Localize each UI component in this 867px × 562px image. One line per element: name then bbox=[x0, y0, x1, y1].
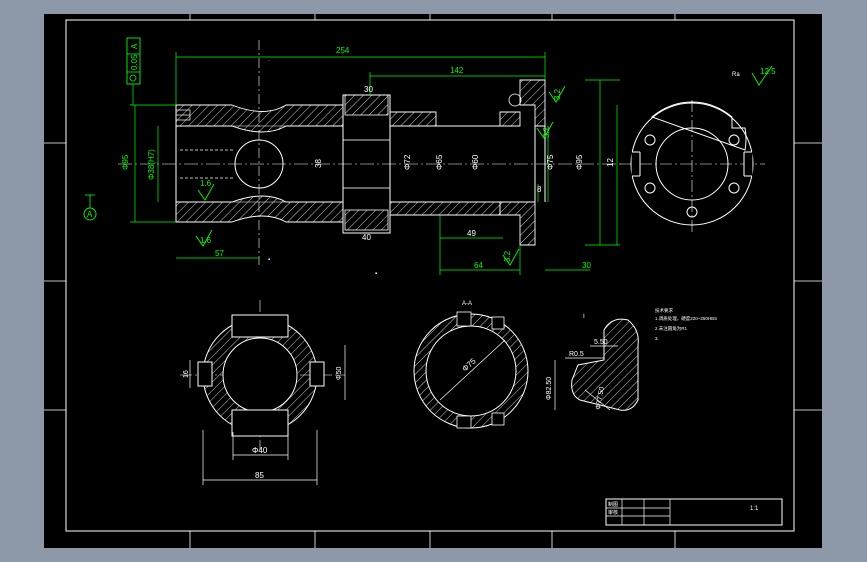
tolerance-datum: A bbox=[130, 43, 139, 49]
dim-64: 64 bbox=[474, 261, 483, 270]
detail-label: Ⅰ bbox=[583, 314, 585, 320]
dim-8: 8 bbox=[537, 185, 542, 194]
datum-letter: A bbox=[87, 210, 93, 219]
section-view-left: Φ40 85 16 Φ50 bbox=[180, 300, 346, 485]
dim-section-85: 85 bbox=[255, 471, 264, 480]
tolerance-value: 0.05 bbox=[130, 54, 139, 70]
dim-65: Φ65 bbox=[435, 154, 444, 170]
dim-72: Φ72 bbox=[403, 154, 412, 170]
notes-line1: 1.调质处理，硬度220~250HBS bbox=[655, 315, 717, 322]
concentricity-icon bbox=[129, 74, 137, 82]
detail-dim-a: 5.50 bbox=[594, 339, 608, 346]
notes-heading: 技术要求 bbox=[655, 307, 673, 314]
section-view-ring: A-A Φ75 bbox=[413, 301, 529, 429]
dim-57: 57 bbox=[215, 249, 224, 258]
dim-section-40: Φ40 bbox=[252, 446, 268, 455]
detail-dim-d: Φ77.50 bbox=[595, 386, 606, 410]
dim-12: 12 bbox=[606, 158, 615, 167]
dim-30-right: 30 bbox=[582, 261, 591, 270]
notes-line2: 2.未注圆角为R1 bbox=[655, 325, 688, 332]
svg-text:·: · bbox=[268, 58, 270, 64]
roughness-d: 1.6 bbox=[200, 236, 212, 245]
misc-marks: ▪ ▪ · bbox=[268, 58, 377, 277]
dim-60: Φ60 bbox=[471, 154, 480, 170]
roughness-symbols bbox=[195, 65, 773, 266]
datum-marker: A bbox=[83, 194, 97, 221]
dim-75: Φ75 bbox=[546, 154, 555, 170]
dim-95b: Φ95 bbox=[575, 154, 584, 170]
zone-ticks bbox=[44, 14, 822, 548]
end-view bbox=[620, 100, 765, 232]
detail-dim-b: R0.5 bbox=[569, 351, 584, 358]
front-dimension-lines bbox=[130, 52, 620, 275]
dim-section-16: 16 bbox=[183, 370, 190, 378]
dim-section-50: Φ50 bbox=[336, 367, 343, 380]
roughness-e: 3.2 bbox=[503, 250, 512, 262]
tolerance-frame: 0.05 A bbox=[126, 37, 141, 105]
roughness-main: 12.5 bbox=[760, 67, 776, 76]
section-label: A-A bbox=[462, 301, 472, 307]
dim-30: 30 bbox=[364, 85, 373, 94]
dim-bore: Φ38(H7) bbox=[147, 149, 156, 180]
roughness-texts: Ra 12.5 3.2 3.2 1.6 1.6 3.2 bbox=[200, 67, 776, 262]
front-dimension-texts: 254 142 30 Φ95 Φ38(H7) 38 Φ72 Φ65 Φ60 Φ7… bbox=[121, 46, 615, 270]
dim-dia-95: Φ95 bbox=[121, 154, 130, 170]
title-row2-label: 审核 bbox=[608, 509, 618, 516]
svg-text:▪: ▪ bbox=[375, 271, 377, 277]
detail-view: Ⅰ 5.50 R0.5 Φ82.50 Φ77.50 bbox=[546, 314, 639, 411]
detail-dim-c: Φ82.50 bbox=[546, 377, 553, 400]
dim-38: 38 bbox=[314, 159, 323, 168]
dim-overall-length: 254 bbox=[336, 46, 350, 55]
title-block: 制图 审核 1:1 bbox=[605, 498, 783, 526]
dim-40: 40 bbox=[362, 233, 371, 242]
notes-line3: 3. bbox=[655, 336, 659, 341]
title-code: 1:1 bbox=[750, 506, 759, 512]
roughness-c: 1.6 bbox=[200, 179, 212, 188]
front-view bbox=[118, 40, 622, 265]
drawing-sheet bbox=[44, 14, 822, 548]
svg-text:▪: ▪ bbox=[268, 257, 270, 263]
title-row1-label: 制图 bbox=[608, 501, 618, 508]
roughness-b: 3.2 bbox=[542, 126, 551, 138]
technical-notes: 技术要求 1.调质处理，硬度220~250HBS 2.未注圆角为R1 3. bbox=[655, 307, 717, 341]
dim-49: 49 bbox=[467, 229, 476, 238]
dim-142: 142 bbox=[450, 66, 464, 75]
roughness-prefix: Ra bbox=[732, 72, 740, 78]
roughness-a: 3.2 bbox=[553, 88, 562, 100]
